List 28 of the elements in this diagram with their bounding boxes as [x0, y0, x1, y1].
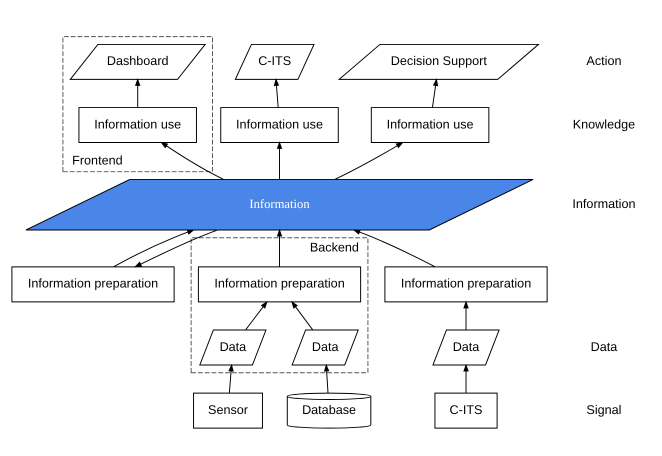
arrow	[134, 228, 218, 267]
arrow	[134, 78, 140, 108]
arrow	[463, 300, 469, 330]
arrow	[463, 363, 469, 393]
node-box: Information preparation	[11, 266, 175, 302]
arrow	[113, 228, 195, 267]
label: Action	[586, 54, 622, 68]
arrow	[228, 363, 234, 393]
arrow	[334, 142, 404, 180]
arrow	[291, 300, 314, 330]
arrow	[276, 228, 282, 266]
node-box: Information use	[78, 106, 197, 143]
node-box: Information use	[370, 106, 490, 143]
node-box: Information use	[220, 106, 339, 143]
node-box: Information preparation	[384, 266, 548, 302]
label: Signal	[586, 402, 622, 416]
label: Knowledge	[572, 116, 636, 131]
arrow	[276, 140, 282, 180]
arrow	[352, 228, 436, 267]
node-box: Sensor	[193, 392, 263, 428]
arrow	[432, 78, 438, 108]
label: Data	[590, 339, 618, 354]
arrow	[245, 300, 268, 330]
node-box: Information preparation	[198, 266, 362, 302]
arrow	[274, 78, 280, 108]
arrow	[324, 363, 330, 393]
node-box: C-ITS	[434, 392, 498, 428]
label: Information	[572, 196, 636, 211]
